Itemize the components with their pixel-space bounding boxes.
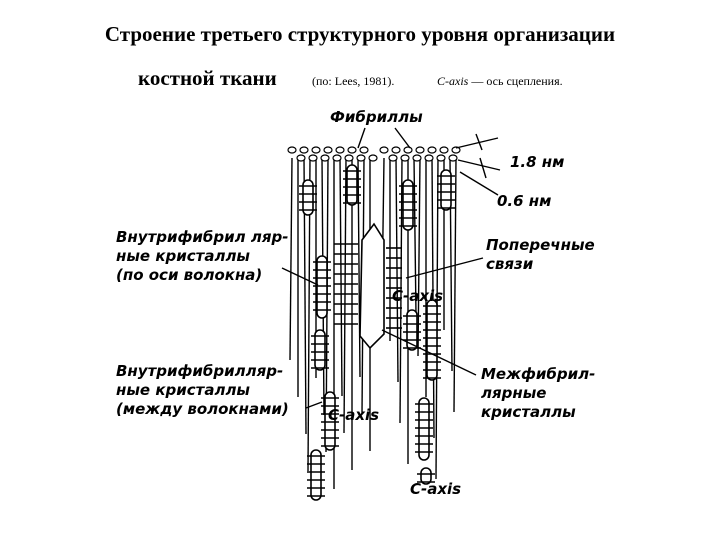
dim-line-2 [457,159,501,171]
fibril-end [427,146,437,154]
cross-link-rungs [299,170,455,497]
crystal-rod [316,255,328,319]
fibril-strand [453,157,457,413]
fibril-strand [339,157,343,397]
dim-line-1 [455,137,499,149]
page-title-line1: Строение третьего структурного уровня ор… [104,22,616,46]
fibril-ends [287,146,461,162]
crystal-rod [426,299,438,381]
fibril-end [335,146,345,154]
crystal-rod [310,449,322,501]
fibril-end [439,146,449,154]
fibril-end [368,154,378,162]
label-cross-links: Поперечные связи [486,236,595,273]
fibril-end [400,154,410,162]
fibril-strand [431,157,435,439]
dim-tick-1 [475,133,483,151]
label-fibrils: Фибриллы [330,108,423,126]
caxis-term: C-axis [437,74,469,88]
fibril-strand [413,157,417,316]
page-title-line2: костной ткани [138,66,277,90]
fibril-end [311,146,321,154]
fibril-end [359,146,369,154]
fibril-end [388,154,398,162]
pointer-cross-links [405,257,484,279]
dim-tick-2 [479,157,487,179]
crystal-rod [402,179,414,231]
fibril-end [412,154,422,162]
fibril-end [379,146,389,154]
fibril-end [323,146,333,154]
dim-line-3 [459,171,499,196]
pointer-fibrils [357,127,366,149]
fibril-end [415,146,425,154]
fibril-strand [343,157,347,434]
fibril-end [299,146,309,154]
crystal-rod [420,467,432,485]
pointer-lines [281,127,501,409]
caxis-note: C-axis — ось сцепления. [437,74,563,89]
fibril-end [356,154,366,162]
label-caxis-1: C-axis [392,287,444,305]
fibril-end [424,154,434,162]
label-caxis-2: C-axis [328,406,380,424]
label-intra-axis: Внутрифибрил ляр- ные кристаллы (по оси … [116,228,289,284]
label-dim-1-8: 1.8 нм [510,153,565,171]
pointer-fibrils-2 [394,127,411,149]
label-caxis-3: C-axis [410,480,462,498]
fibril-end [308,154,318,162]
fibril-end [287,146,297,154]
fibril-end [296,154,306,162]
fibril-end [344,154,354,162]
fibril-end [403,146,413,154]
fibril-strand [357,157,361,378]
crystal-rod [302,179,314,216]
label-intra-between: Внутрифибрилляр- ные кристаллы (между во… [116,362,289,418]
pointer-intra-between [305,401,323,409]
caxis-desc: — ось сцепления. [468,74,563,88]
fibril-end [436,154,446,162]
fibril-end [448,154,458,162]
fibril-strand [289,157,293,361]
pointer-intra-axis [281,267,319,286]
fibril-end [332,154,342,162]
fibril-end [320,154,330,162]
label-dim-0-6: 0.6 нм [497,192,552,210]
fibril-end [451,146,461,154]
fibril-end [347,146,357,154]
interfibrillar-crystal [359,222,385,350]
fibril-strand [417,157,421,357]
citation: (по: Lees, 1981). [312,74,395,88]
fibril-end [391,146,401,154]
fibril-strand [395,157,399,383]
label-inter: Межфибрил- лярные кристаллы [481,365,596,421]
pointer-inter [381,329,477,376]
crystal-rod [418,397,430,461]
